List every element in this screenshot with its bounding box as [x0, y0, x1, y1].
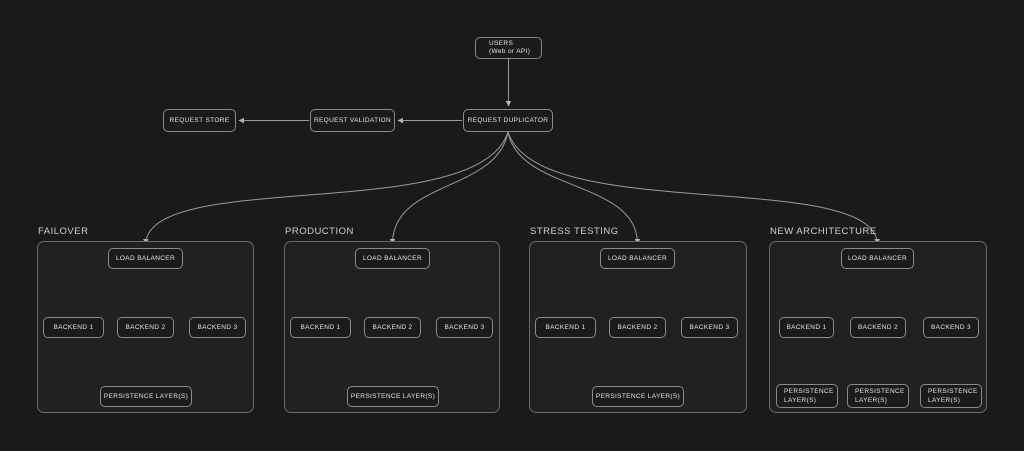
persistence-node[interactable]: PERSISTENCE LAYER(S): [100, 386, 192, 407]
backend-1-node[interactable]: BACKEND 1: [290, 317, 351, 338]
group-production-label: PRODUCTION: [285, 226, 354, 237]
persistence-node[interactable]: PERSISTENCE LAYER(S): [592, 386, 684, 407]
persistence-3-node[interactable]: PERSISTENCE LAYER(S): [920, 384, 982, 408]
users-node[interactable]: USERS (Web or API): [475, 37, 542, 59]
request-store-node[interactable]: REQUEST STORE: [163, 109, 236, 132]
backend-3-node[interactable]: BACKEND 3: [681, 317, 738, 338]
users-node-line2: (Web or API): [489, 48, 531, 55]
request-validation-node[interactable]: REQUEST VALIDATION: [310, 109, 395, 132]
load-balancer-node[interactable]: LOAD BALANCER: [108, 248, 183, 269]
backend-3-node[interactable]: BACKEND 3: [436, 317, 493, 338]
group-failover-label: FAILOVER: [38, 226, 89, 237]
users-node-line1: USERS: [489, 40, 514, 47]
load-balancer-node[interactable]: LOAD BALANCER: [841, 248, 914, 269]
backend-3-node[interactable]: BACKEND 3: [923, 317, 979, 338]
backend-3-node[interactable]: BACKEND 3: [189, 317, 246, 338]
backend-1-node[interactable]: BACKEND 1: [535, 317, 596, 338]
backend-2-node[interactable]: BACKEND 2: [850, 317, 906, 338]
group-new-architecture: NEW ARCHITECTURE LOAD BALANCER BACKEND 1…: [769, 226, 987, 413]
backend-2-node[interactable]: BACKEND 2: [117, 317, 174, 338]
group-production: PRODUCTION LOAD BALANCER BACKEND 1 BACKE…: [284, 226, 500, 413]
backend-2-node[interactable]: BACKEND 2: [609, 317, 666, 338]
load-balancer-node[interactable]: LOAD BALANCER: [355, 248, 430, 269]
backend-1-node[interactable]: BACKEND 1: [43, 317, 104, 338]
group-stress-testing: STRESS TESTING LOAD BALANCER BACKEND 1 B…: [529, 226, 747, 413]
group-stress-testing-label: STRESS TESTING: [530, 226, 619, 237]
backend-2-node[interactable]: BACKEND 2: [364, 317, 421, 338]
persistence-2-node[interactable]: PERSISTENCE LAYER(S): [847, 384, 909, 408]
persistence-1-node[interactable]: PERSISTENCE LAYER(S): [776, 384, 838, 408]
group-new-architecture-label: NEW ARCHITECTURE: [770, 226, 877, 237]
request-duplicator-node[interactable]: REQUEST DUPLICATOR: [463, 109, 553, 132]
persistence-node[interactable]: PERSISTENCE LAYER(S): [347, 386, 439, 407]
load-balancer-node[interactable]: LOAD BALANCER: [600, 248, 675, 269]
backend-1-node[interactable]: BACKEND 1: [779, 317, 834, 338]
group-failover: FAILOVER LOAD BALANCER BACKEND 1 BACKEND…: [37, 226, 254, 413]
